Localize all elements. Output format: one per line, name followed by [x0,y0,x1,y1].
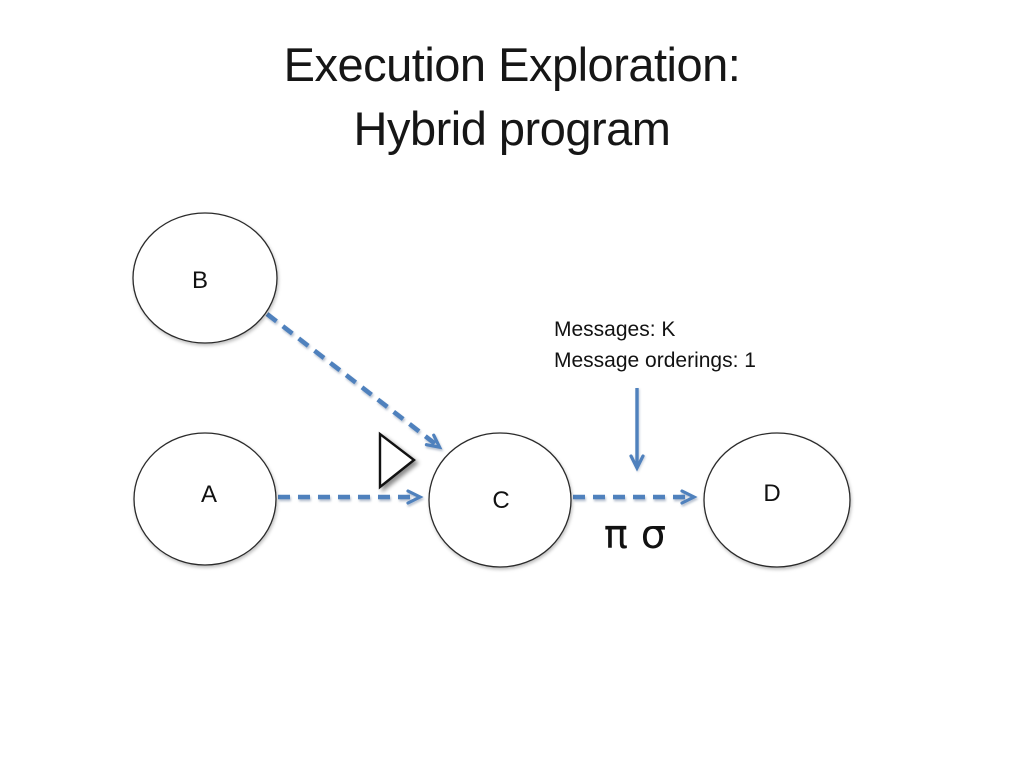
node-a-circle [133,432,277,566]
node-d-label: D [763,480,781,507]
annotation-text: Messages: K Message orderings: 1 [554,314,756,376]
annotation-line2: Message orderings: 1 [554,349,756,372]
slide-title-line1: Execution Exploration: [283,38,741,91]
node-d-circle [703,432,851,568]
node-b-label: B [191,267,209,294]
annotation-line1: Messages: K [554,318,676,341]
node-b-circle [132,212,278,344]
play-triangle-icon [378,431,416,490]
node-a-label: A [200,481,218,508]
node-c-label: C [492,487,510,514]
edge-label-pi-sigma: π σ [603,512,667,558]
node-c-circle [428,432,572,568]
slide-title-line2: Hybrid program [353,102,671,155]
edge-b-to-c-arrow [265,312,443,450]
slide-title: Execution Exploration: Hybrid program [0,33,1024,161]
